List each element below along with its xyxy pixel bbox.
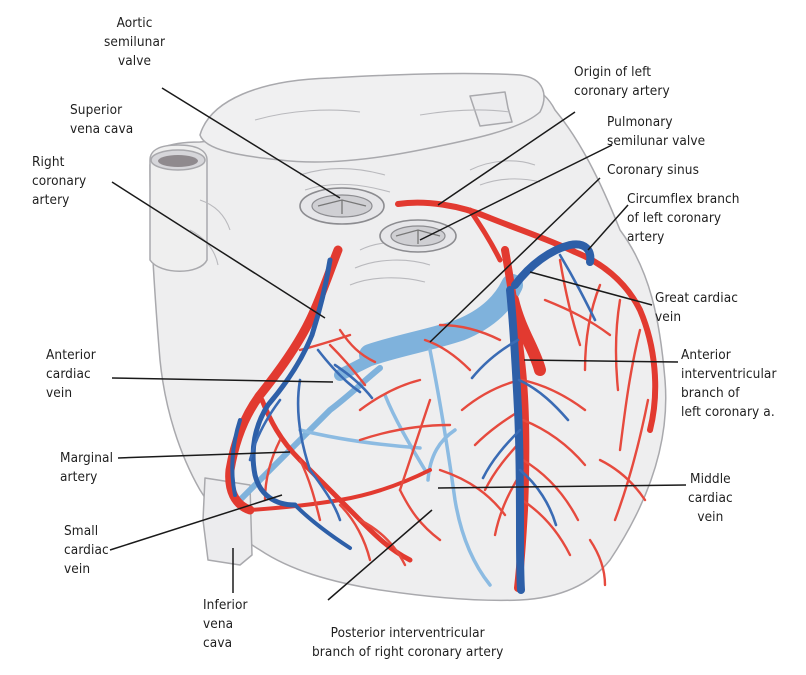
label-inferior-vena-cava: Inferior vena cava [203,596,248,653]
label-marginal-artery: Marginal artery [60,449,113,487]
label-right-coronary-artery: Right coronary artery [32,153,86,210]
label-coronary-sinus: Coronary sinus [607,161,699,180]
label-aortic-semilunar-valve: Aortic semilunar valve [104,14,165,71]
label-middle-cardiac-vein: Middle cardiac vein [688,470,733,527]
label-posterior-interventricular-branch: Posterior interventricular branch of rig… [312,624,503,662]
label-pulmonary-semilunar-valve: Pulmonary semilunar valve [607,113,705,151]
label-origin-left-coronary-artery: Origin of left coronary artery [574,63,670,101]
label-anterior-cardiac-vein: Anterior cardiac vein [46,346,96,403]
label-great-cardiac-vein: Great cardiac vein [655,289,738,327]
svc-lumen [158,155,198,167]
label-small-cardiac-vein: Small cardiac vein [64,522,109,579]
label-anterior-interventricular-branch: Anterior interventricular branch of left… [681,346,777,422]
aortic-semilunar-valve [300,188,384,224]
label-circumflex-branch: Circumflex branch of left coronary arter… [627,190,740,247]
label-superior-vena-cava: Superior vena cava [70,101,133,139]
pulmonary-semilunar-valve [380,220,456,252]
